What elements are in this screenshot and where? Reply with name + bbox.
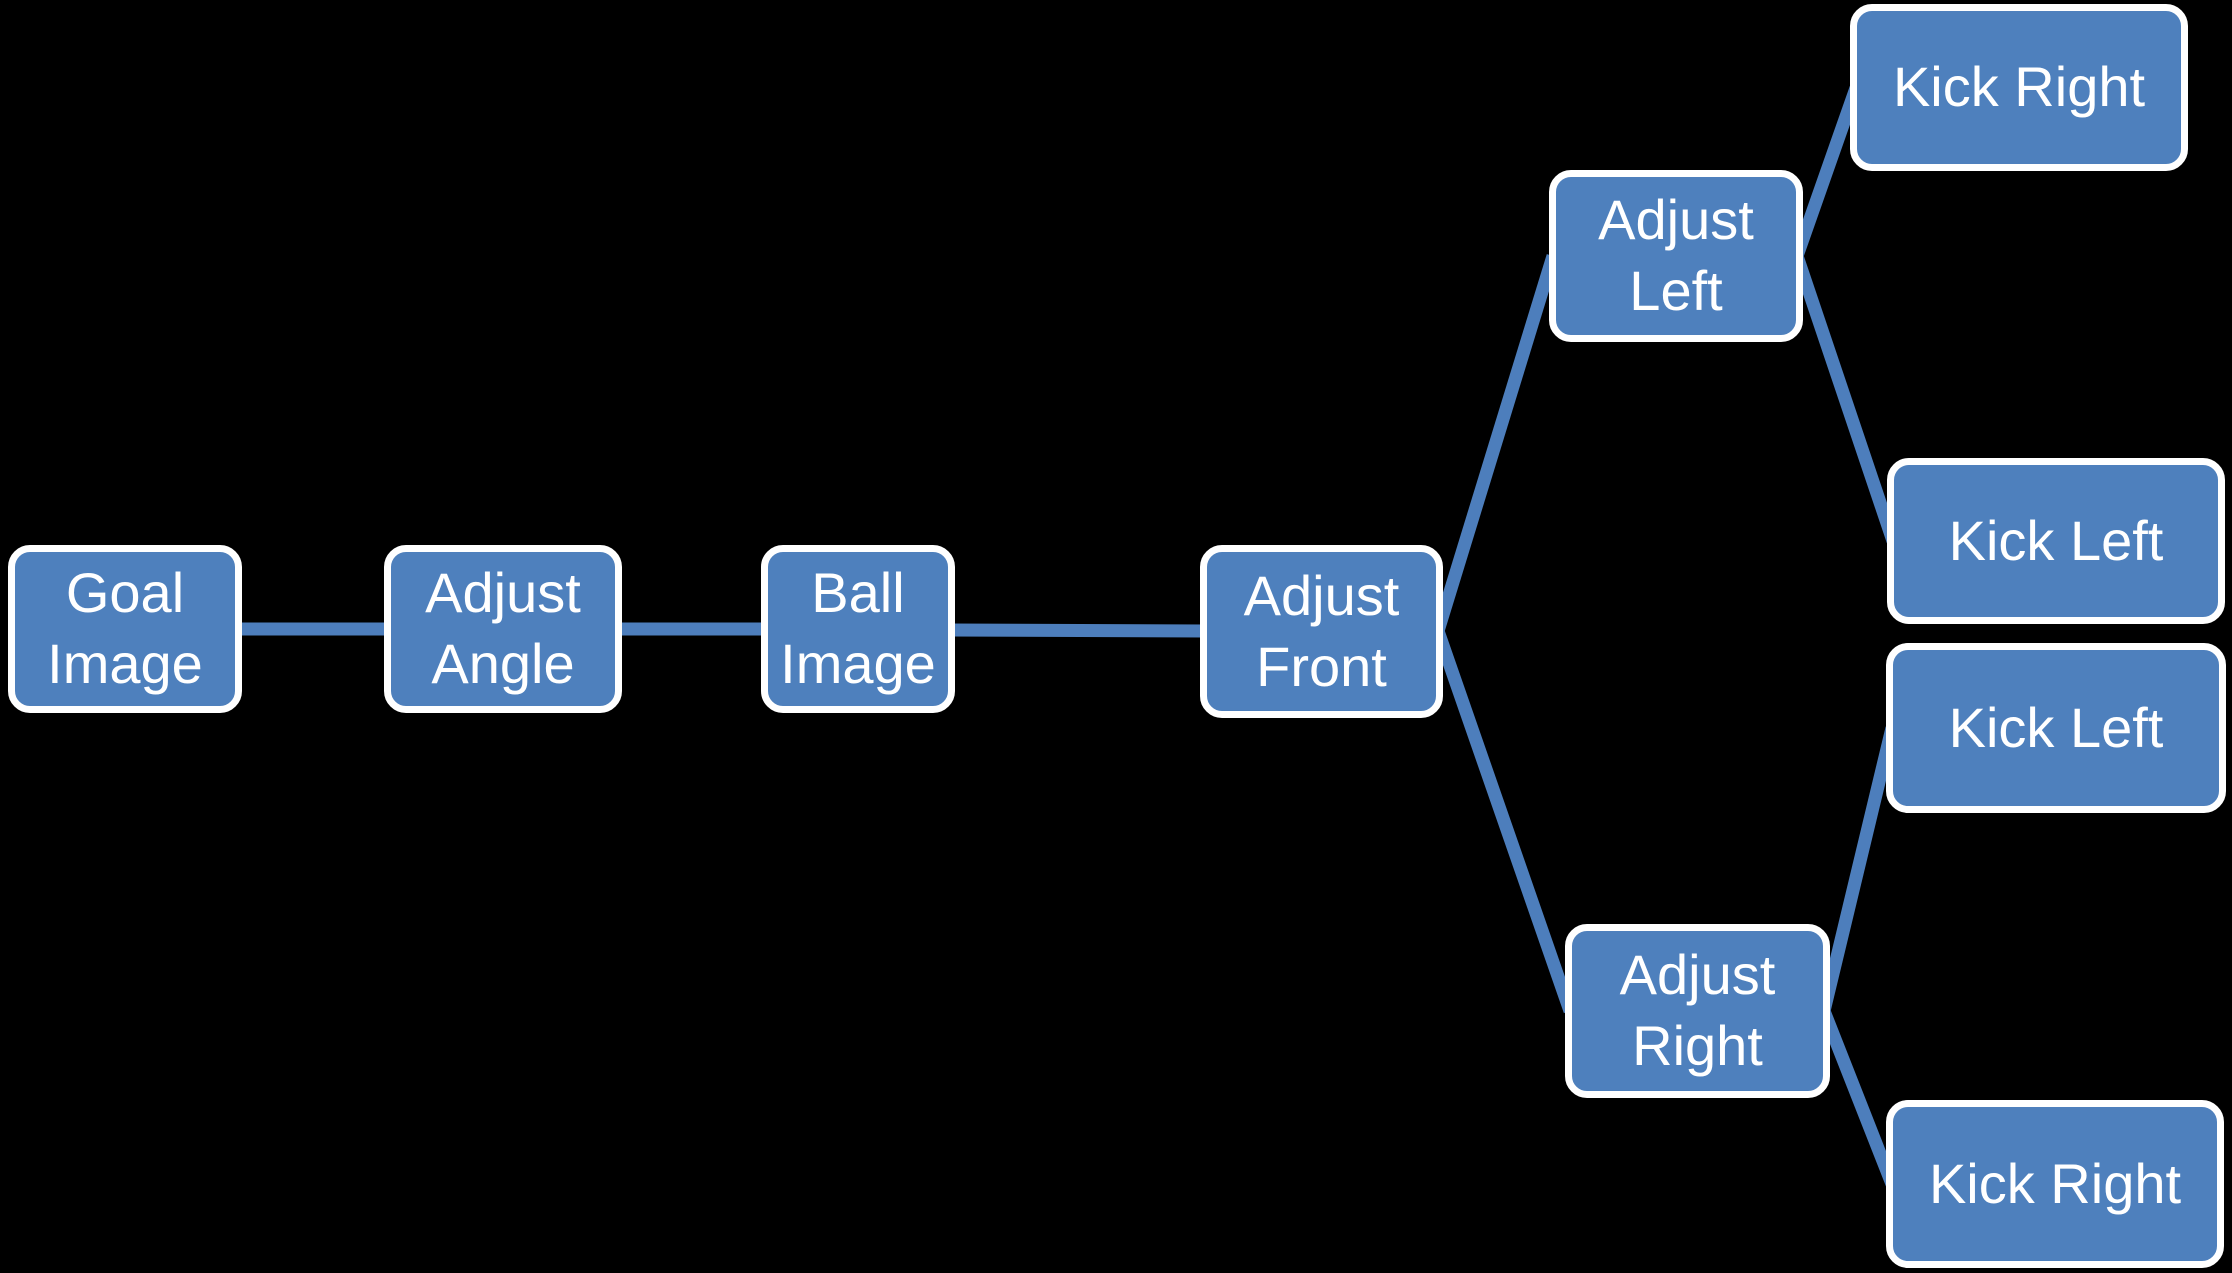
node-kick-right-bottom-label: Kick Right bbox=[1928, 1151, 2182, 1215]
connector-adjust-front-to-adjust-right bbox=[1431, 628, 1577, 1014]
node-adjust-angle-label: Adjust Angle bbox=[425, 561, 581, 695]
node-kick-left-lower: Kick Left bbox=[1886, 643, 2226, 813]
node-adjust-right: Adjust Right bbox=[1565, 924, 1830, 1098]
node-kick-left-lower-label: Kick Left bbox=[1948, 695, 2164, 759]
connector-adjust-left-to-kick-left-upper bbox=[1790, 253, 1900, 544]
node-adjust-left-label: Adjust Left bbox=[1598, 188, 1754, 322]
node-adjust-front: Adjust Front bbox=[1200, 545, 1443, 718]
node-adjust-angle: Adjust Angle bbox=[384, 545, 622, 713]
node-goal-image: Goal Image bbox=[8, 545, 242, 713]
node-ball-image-label: Ball Image bbox=[780, 561, 936, 695]
node-adjust-left: Adjust Left bbox=[1549, 170, 1803, 342]
connector-adjust-left-to-kick-right-top bbox=[1790, 85, 1863, 259]
node-kick-right-top: Kick Right bbox=[1850, 4, 2188, 171]
node-goal-image-label: Goal Image bbox=[47, 561, 203, 695]
node-adjust-right-label: Adjust Right bbox=[1619, 943, 1776, 1077]
connector-adjust-right-to-kick-right-bottom bbox=[1817, 1008, 1899, 1187]
connector-ball-image-to-adjust-front bbox=[948, 623, 1207, 638]
node-kick-left-upper-label: Kick Left bbox=[1948, 508, 2164, 572]
node-adjust-front-label: Adjust Front bbox=[1243, 563, 1400, 698]
connector-adjust-right-to-kick-left-lower bbox=[1817, 726, 1899, 1013]
node-kick-left-upper: Kick Left bbox=[1887, 458, 2225, 624]
node-ball-image: Ball Image bbox=[761, 545, 955, 713]
node-kick-right-top-label: Kick Right bbox=[1892, 55, 2146, 119]
node-kick-right-bottom: Kick Right bbox=[1886, 1100, 2224, 1268]
connector-adjust-front-to-adjust-left bbox=[1431, 254, 1560, 633]
